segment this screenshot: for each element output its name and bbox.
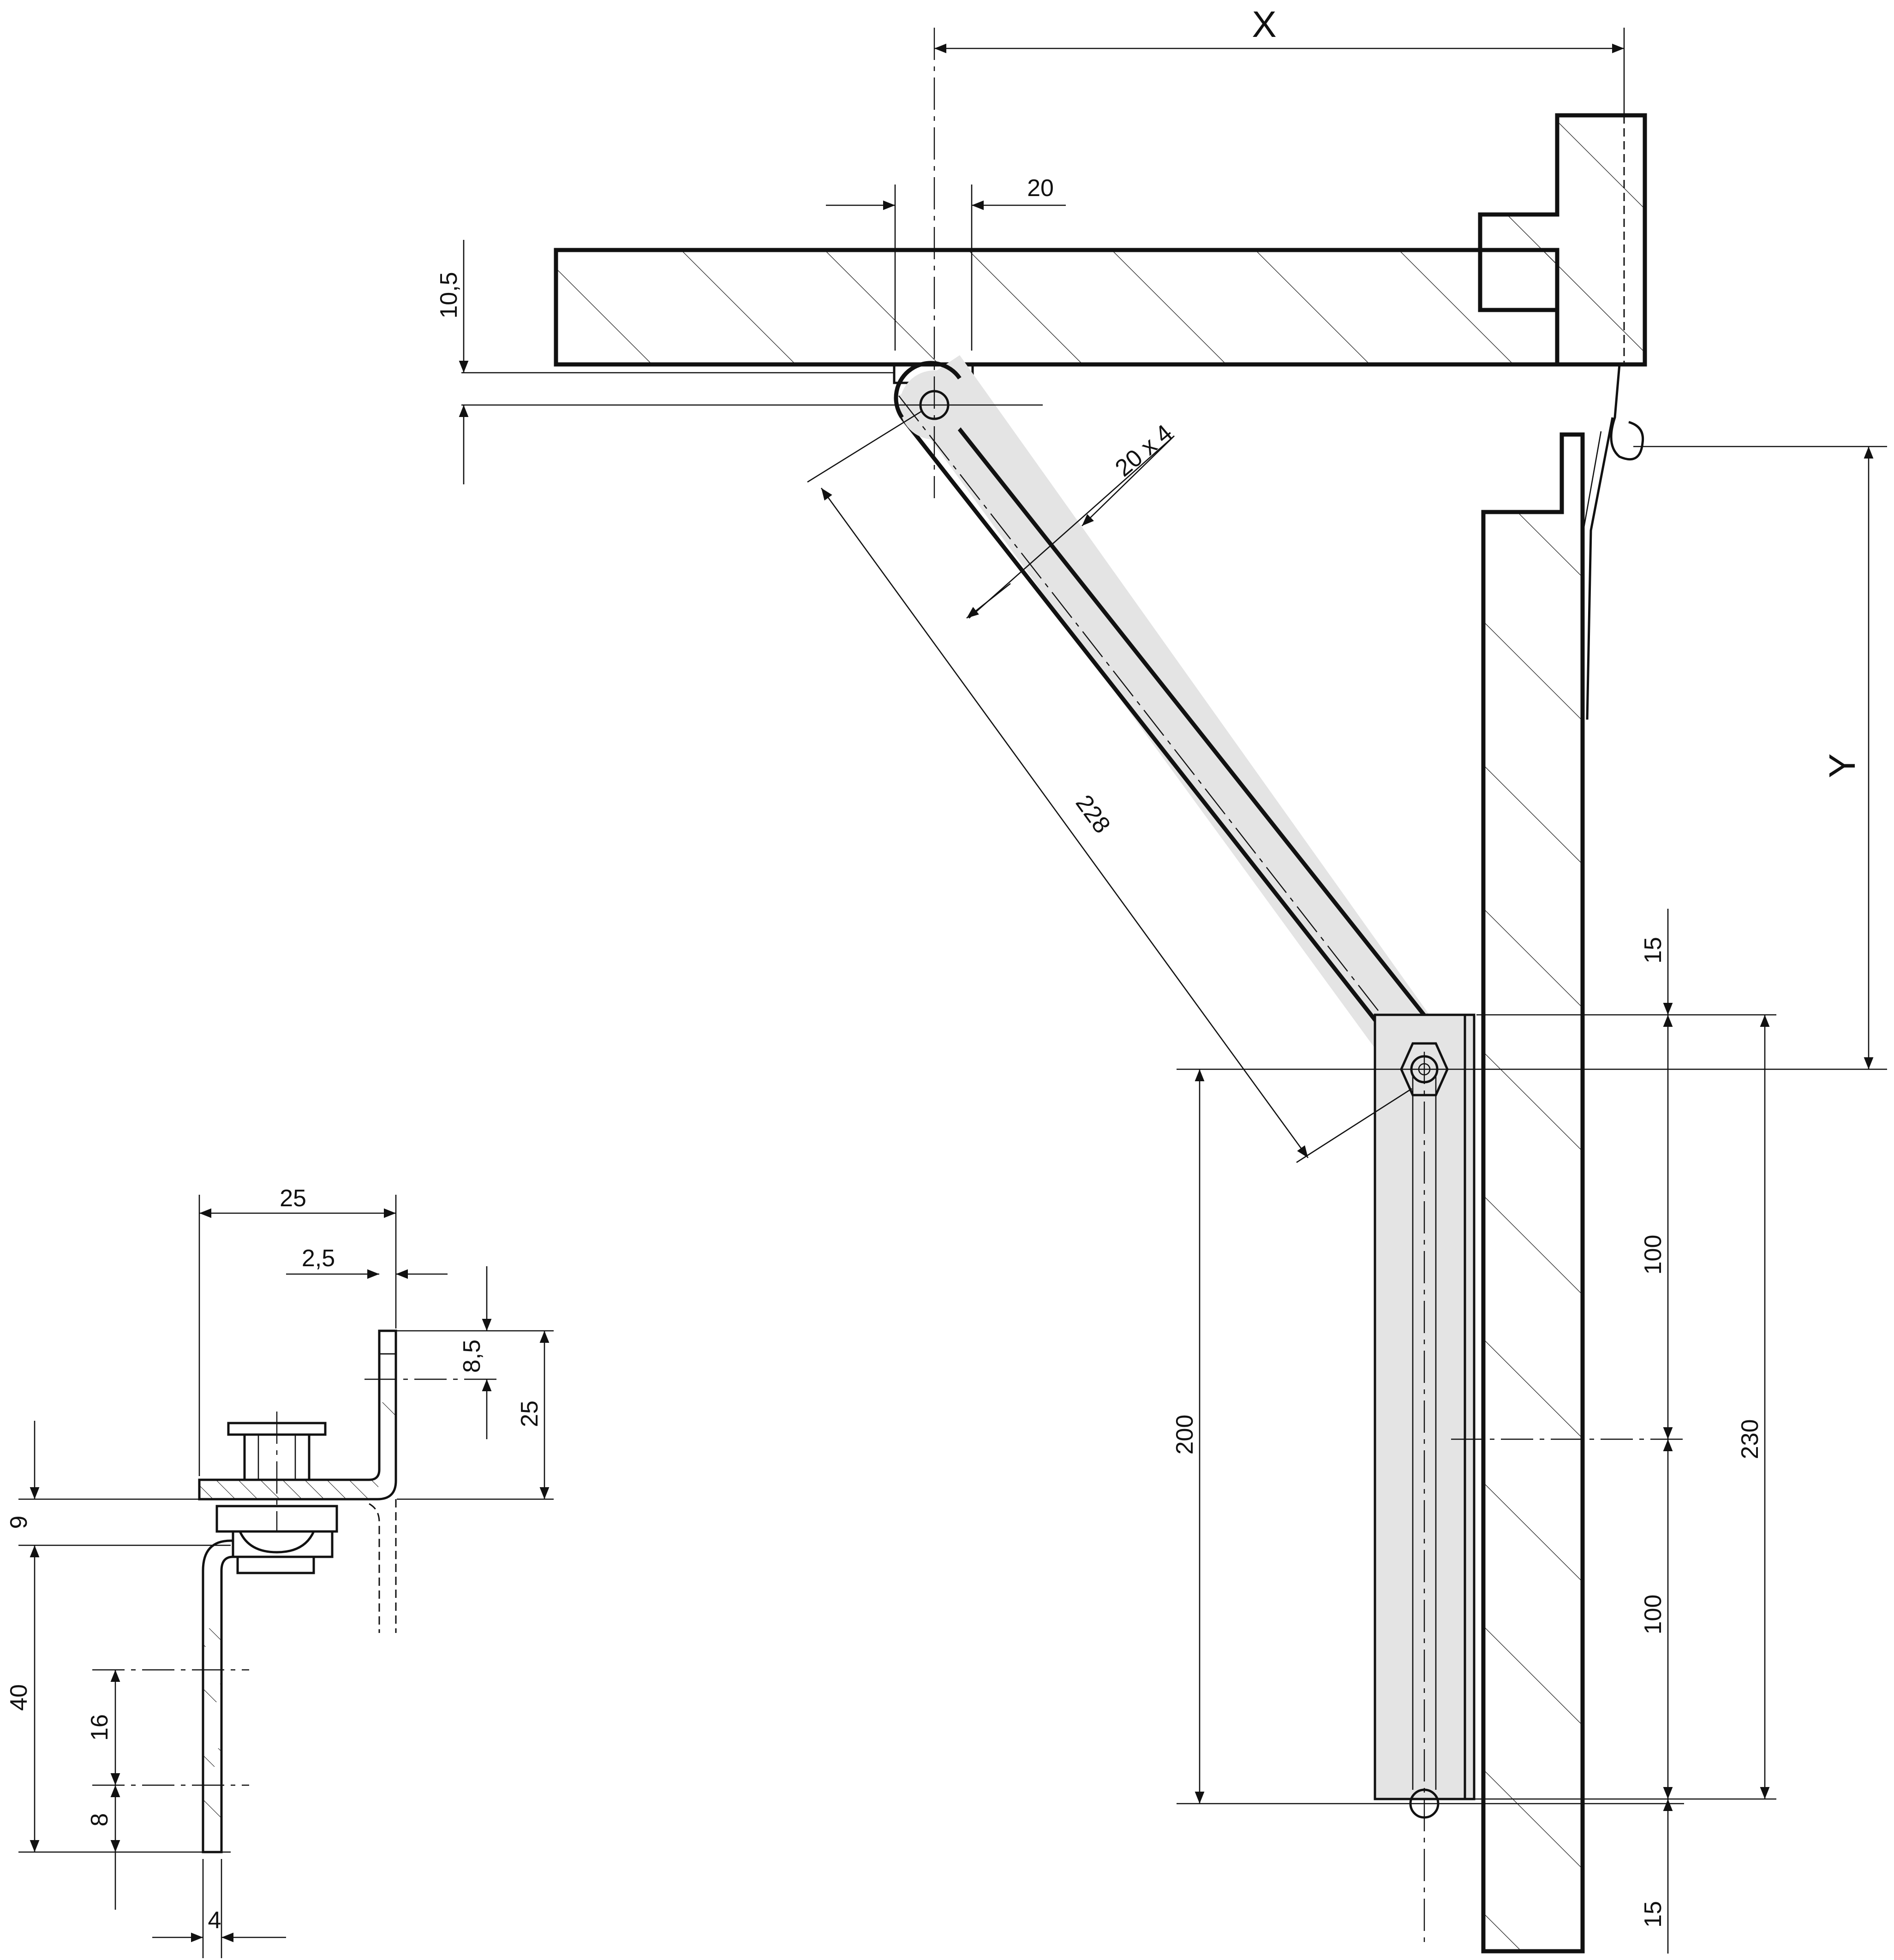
side-panel	[1481, 432, 1585, 1954]
label-rail-length: 230	[1737, 1419, 1763, 1460]
label-board-thickness: 10,5	[436, 272, 462, 318]
detail-reference-lines	[18, 1195, 554, 1958]
detail-lower-bracket	[18, 1539, 249, 1853]
dim-detail-width: 25	[199, 1185, 396, 1218]
hinge-block	[1478, 113, 1647, 367]
dim-detail-upper-height: 25	[516, 1331, 550, 1499]
dim-detail-hole-spacing: 16	[86, 1670, 120, 1785]
dim-detail-nut: 9	[6, 1421, 40, 1529]
label-detail-lower-height: 40	[6, 1684, 32, 1711]
dim-x: X	[934, 4, 1624, 54]
dim-board-thickness: 10,5	[436, 240, 469, 484]
dim-rail-length: 230	[1737, 1015, 1770, 1799]
label-slot-lower: 100	[1640, 1595, 1667, 1635]
dim-detail-lower-height: 40	[6, 1545, 40, 1852]
detail-rivet	[227, 1412, 327, 1531]
label-detail-hole-edge: 8	[86, 1813, 113, 1827]
detail-dashed-upright	[369, 1499, 397, 1633]
dim-detail-hole-edge: 8	[86, 1785, 120, 1910]
dim-slot-chain: 15 100 100 15	[1640, 909, 1673, 1954]
label-detail-hole-spacing: 16	[86, 1714, 113, 1741]
label-y: Y	[1822, 753, 1863, 778]
dim-detail-bend: 2,5	[286, 1245, 448, 1279]
label-slot-top-margin: 15	[1640, 937, 1667, 964]
label-slot-travel: 200	[1171, 1415, 1198, 1455]
label-slot-upper: 100	[1640, 1235, 1667, 1275]
label-detail-nut: 9	[6, 1516, 32, 1529]
dim-detail-upper-hole: 8,5	[459, 1266, 492, 1439]
label-detail-upper-hole: 8,5	[459, 1340, 485, 1373]
dim-slot-travel: 200	[1171, 1069, 1205, 1804]
label-detail-width: 25	[280, 1185, 306, 1212]
dim-arm-length: 228	[807, 410, 1412, 1163]
dim-hole-offset: 20	[826, 175, 1066, 210]
hinge-curl	[1581, 364, 1644, 720]
lid-board	[554, 248, 1559, 367]
label-arm-section: 20 x 4	[1110, 419, 1177, 482]
label-hole-offset: 20	[1027, 175, 1054, 202]
detail-upper-bracket	[198, 1329, 501, 1501]
stay-arm	[894, 355, 1444, 1070]
label-x: X	[1252, 4, 1276, 45]
label-slot-bottom-margin: 15	[1640, 1901, 1667, 1928]
dim-y: Y	[1822, 447, 1874, 1069]
label-detail-upper-height: 25	[516, 1400, 543, 1427]
label-detail-bend: 2,5	[302, 1245, 335, 1272]
label-arm-length: 228	[1070, 790, 1116, 838]
reference-lines	[461, 28, 1887, 1805]
guide-rail	[1374, 1013, 1476, 1942]
label-detail-thickness: 4	[208, 1907, 221, 1934]
dim-detail-thickness: 4	[152, 1907, 286, 1942]
